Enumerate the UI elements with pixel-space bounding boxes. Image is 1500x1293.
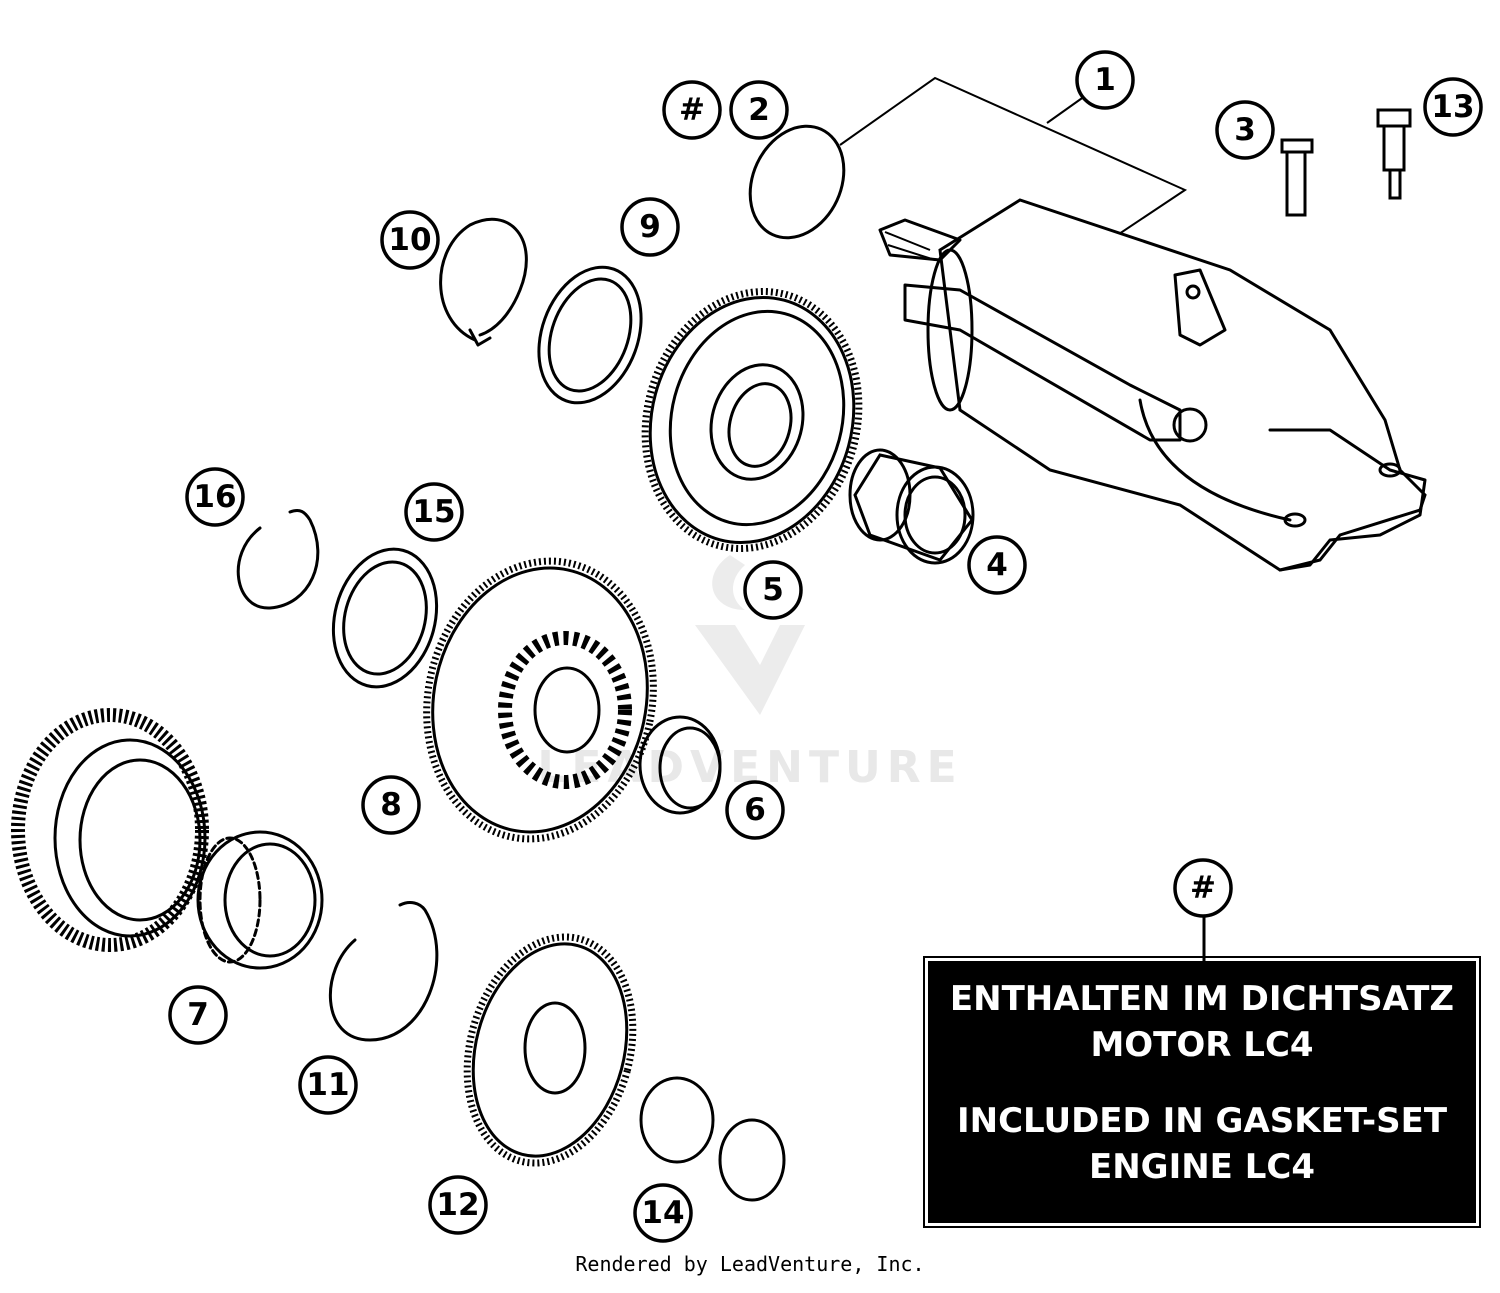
svg-text:7: 7 bbox=[187, 997, 209, 1033]
helical-gear bbox=[11, 708, 209, 952]
callout-13[interactable]: 13 bbox=[1423, 77, 1483, 137]
circlip-16 bbox=[236, 508, 320, 610]
svg-text:11: 11 bbox=[306, 1067, 349, 1103]
callout-11[interactable]: 11 bbox=[298, 1055, 358, 1115]
o-ring bbox=[748, 124, 846, 240]
washer-15 bbox=[331, 547, 439, 689]
callout-8[interactable]: 8 bbox=[361, 775, 421, 835]
gasket-set-note: ENTHALTEN IM DICHTSATZ MOTOR LC4 INCLUDE… bbox=[923, 956, 1481, 1228]
starter-motor bbox=[878, 198, 1427, 572]
callout-14[interactable]: 14 bbox=[633, 1183, 693, 1243]
note-line-4: ENGINE LC4 bbox=[1088, 1147, 1316, 1187]
note-line-1: ENTHALTEN IM DICHTSATZ bbox=[949, 979, 1455, 1019]
callout-9[interactable]: 9 bbox=[620, 197, 680, 257]
callout-6[interactable]: 6 bbox=[725, 780, 785, 840]
svg-text:9: 9 bbox=[639, 209, 661, 245]
svg-text:4: 4 bbox=[986, 547, 1008, 583]
svg-text:6: 6 bbox=[744, 792, 766, 828]
callout-hash[interactable]: # bbox=[662, 80, 722, 140]
svg-text:8: 8 bbox=[380, 787, 402, 823]
svg-text:10: 10 bbox=[388, 222, 431, 258]
callout-5[interactable]: 5 bbox=[743, 560, 803, 620]
callout-1[interactable]: 1 bbox=[1075, 50, 1135, 110]
circlip-10 bbox=[439, 217, 528, 347]
svg-text:5: 5 bbox=[762, 572, 784, 608]
gear-8 bbox=[423, 557, 657, 843]
needle-bearings-14 bbox=[639, 1076, 786, 1202]
svg-text:13: 13 bbox=[1431, 89, 1474, 125]
freewheel-7 bbox=[196, 830, 324, 970]
note-line-2: MOTOR LC4 bbox=[1090, 1025, 1314, 1065]
bearing-6 bbox=[638, 715, 722, 815]
callout-7[interactable]: 7 bbox=[168, 985, 228, 1045]
svg-text:2: 2 bbox=[748, 92, 770, 128]
bearing-4 bbox=[848, 448, 975, 565]
svg-text:1: 1 bbox=[1094, 62, 1116, 98]
leader-lines bbox=[839, 76, 1206, 961]
callouts: 1 2 # 3 4 5 6 7 8 9 10 11 12 13 14 15 16… bbox=[168, 50, 1483, 1243]
svg-text:16: 16 bbox=[193, 479, 236, 515]
gear-5 bbox=[641, 288, 863, 552]
callout-10[interactable]: 10 bbox=[380, 210, 440, 270]
svg-text:#: # bbox=[679, 92, 705, 128]
svg-text:#: # bbox=[1190, 870, 1216, 906]
svg-text:3: 3 bbox=[1234, 112, 1256, 148]
svg-text:12: 12 bbox=[436, 1187, 479, 1223]
circlip-11 bbox=[328, 901, 439, 1042]
callout-2[interactable]: 2 bbox=[729, 80, 789, 140]
screw-13 bbox=[1376, 108, 1412, 200]
callout-4[interactable]: 4 bbox=[967, 535, 1027, 595]
render-credit: Rendered by LeadVenture, Inc. bbox=[575, 1252, 925, 1276]
callout-15[interactable]: 15 bbox=[404, 482, 464, 542]
gear-12 bbox=[463, 933, 637, 1167]
note-line-3: INCLUDED IN GASKET-SET bbox=[956, 1101, 1448, 1141]
washer-9 bbox=[537, 265, 643, 405]
callout-12[interactable]: 12 bbox=[428, 1175, 488, 1235]
callout-16[interactable]: 16 bbox=[185, 467, 245, 527]
svg-text:14: 14 bbox=[641, 1195, 684, 1231]
screw-3 bbox=[1280, 138, 1314, 217]
svg-text:15: 15 bbox=[412, 494, 455, 530]
callout-note-hash[interactable]: # bbox=[1173, 858, 1233, 918]
callout-3[interactable]: 3 bbox=[1215, 100, 1275, 160]
